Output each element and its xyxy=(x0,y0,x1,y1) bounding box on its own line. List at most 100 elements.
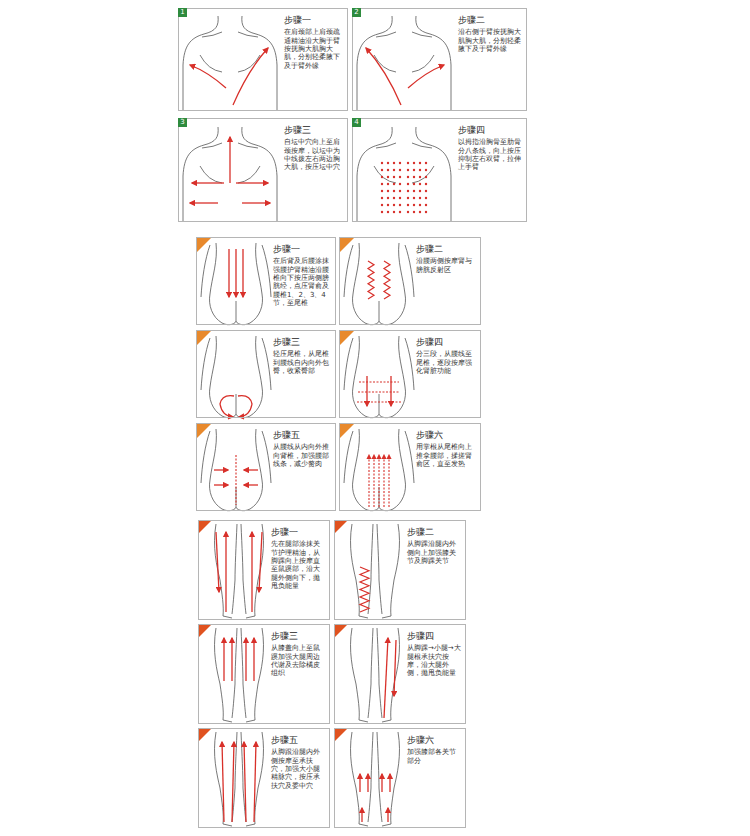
step-number: 2 xyxy=(352,8,361,17)
body-outline xyxy=(379,336,406,418)
corner-tab xyxy=(339,237,355,253)
corner-tab xyxy=(196,423,212,439)
massage-arrow xyxy=(229,137,230,183)
body-outline xyxy=(246,732,263,826)
body-outline xyxy=(357,16,392,110)
corner-tab xyxy=(339,330,355,346)
step-panel: 步骤六加强膝部各关节部分 xyxy=(334,728,466,828)
massage-dash xyxy=(378,455,379,507)
body-figure xyxy=(344,336,414,418)
step-description: 在肩颈部上肩颈疏通精油沿大胸于臂按抚胸大肌胸大肌，分别轻柔腋下及于臂外缘 xyxy=(284,28,343,70)
press-dot xyxy=(407,211,409,213)
massage-arrow xyxy=(394,640,396,696)
step-panel: 步骤三从膝盖向上至鼠蹊加强大腿周边代谢及去除橘皮组织 xyxy=(198,624,330,724)
massage-arrow xyxy=(389,774,390,792)
press-dot xyxy=(381,169,383,171)
massage-arrow xyxy=(214,469,228,470)
massage-stroke xyxy=(384,261,390,299)
massage-arrow xyxy=(244,742,246,822)
body-outline xyxy=(379,394,380,414)
body-figure xyxy=(215,732,264,826)
press-dot xyxy=(399,204,401,206)
press-dot xyxy=(381,204,383,206)
massage-arrow xyxy=(222,742,224,822)
step-heading: 步骤四 xyxy=(458,125,522,136)
press-dot xyxy=(393,169,395,171)
body-figure xyxy=(183,16,277,110)
corner-tab xyxy=(198,624,212,638)
body-outline xyxy=(344,431,353,483)
massage-arrow xyxy=(225,532,226,612)
step-panel: 步骤二沿右侧于臂按抚胸大肌胸大肌，分别轻柔腋下及于臂外缘 xyxy=(352,8,527,111)
body-figure xyxy=(201,336,271,418)
body-outline xyxy=(374,55,396,72)
press-dot xyxy=(419,169,421,171)
step-description: 先在腿部涂抹关节护理精油，从脚踝向上按摩直至鼠蹊部，沿大腿外侧向下，拋甩负能量 xyxy=(271,540,325,590)
press-dot xyxy=(387,204,389,206)
body-outline xyxy=(210,429,237,511)
body-outline xyxy=(412,55,434,72)
press-dot xyxy=(413,162,415,164)
press-dot xyxy=(387,183,389,185)
press-dot xyxy=(413,197,415,199)
massage-dash xyxy=(358,391,400,392)
press-dot xyxy=(413,169,415,171)
step-heading: 步骤二 xyxy=(458,15,522,26)
body-outline xyxy=(241,732,246,822)
step-panel: 步骤六用掌根从尾椎向上推拿腰部，揉搓肾俞区，直至发热 xyxy=(339,423,481,511)
press-dot xyxy=(425,169,427,171)
body-outline xyxy=(238,55,260,72)
massage-arrow xyxy=(259,532,262,592)
body-outline xyxy=(215,524,232,618)
body-figure xyxy=(344,429,414,511)
body-outline xyxy=(238,166,260,183)
body-outline xyxy=(377,732,382,822)
press-dot xyxy=(419,176,421,178)
corner-tab xyxy=(334,728,348,742)
body-outline xyxy=(382,524,399,618)
corner-tab xyxy=(339,423,355,439)
massage-arrow xyxy=(381,774,382,792)
massage-arrow xyxy=(192,182,224,183)
press-dot xyxy=(413,211,415,213)
press-dot xyxy=(419,204,421,206)
press-dot xyxy=(399,162,401,164)
step-heading: 步骤五 xyxy=(271,735,325,746)
press-dot xyxy=(381,197,383,199)
press-dot xyxy=(393,176,395,178)
step-description: 从膝盖向上至鼠蹊加强大腿周边代谢及去除橘皮组织 xyxy=(271,644,325,678)
massage-arrow xyxy=(220,396,234,417)
body-outline xyxy=(379,301,380,321)
body-outline xyxy=(232,628,237,718)
step-panel: 步骤三自坛中穴向上至肩颈按摩，以坛中为中线拨左右两边胸大肌，按压坛中穴 xyxy=(178,118,348,222)
body-outline xyxy=(201,431,210,483)
press-dot xyxy=(387,190,389,192)
press-dot xyxy=(399,197,401,199)
press-dot xyxy=(407,162,409,164)
step-heading: 步骤三 xyxy=(271,631,325,642)
press-dot xyxy=(393,162,395,164)
step-number: 3 xyxy=(178,118,187,127)
body-outline xyxy=(416,16,451,110)
step-panel: 步骤四分三段，从腰线至尾椎，逐段按摩强化肾脏功能 xyxy=(339,330,481,418)
press-dot xyxy=(381,183,383,185)
body-outline xyxy=(351,732,368,826)
massage-arrow xyxy=(232,742,234,822)
body-figure xyxy=(201,243,271,325)
corner-tab xyxy=(334,520,348,534)
body-figure xyxy=(183,127,277,221)
press-dot xyxy=(419,211,421,213)
body-outline xyxy=(368,732,373,822)
massage-arrow xyxy=(244,484,258,485)
step-description: 沿右侧于臂按抚胸大肌胸大肌，分别轻柔腋下及于臂外缘 xyxy=(458,28,522,53)
body-outline xyxy=(210,243,237,325)
massage-arrow xyxy=(236,182,268,183)
massage-arrow xyxy=(228,249,229,297)
body-outline xyxy=(353,336,380,418)
body-outline xyxy=(379,487,380,507)
press-dot xyxy=(407,183,409,185)
body-outline xyxy=(351,524,368,618)
body-outline xyxy=(412,32,432,37)
massage-arrow xyxy=(366,376,367,406)
